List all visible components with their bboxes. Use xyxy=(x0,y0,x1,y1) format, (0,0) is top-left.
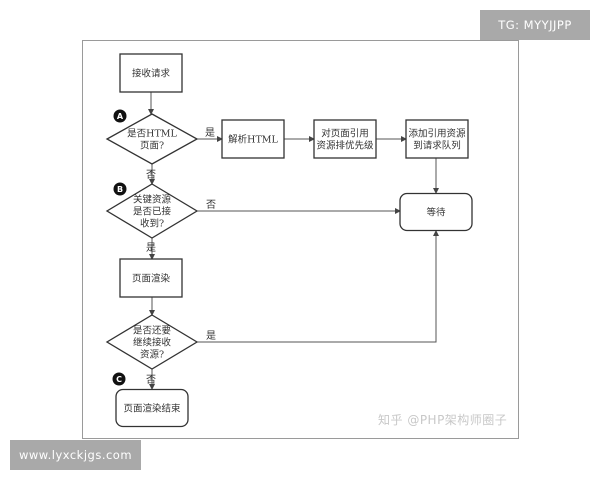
node-label: 关键资源 xyxy=(133,194,172,206)
website-label: www.lyxckjgs.com xyxy=(10,440,141,470)
node-receive: 接收请求 xyxy=(119,53,183,93)
node-label: 接收请求 xyxy=(132,68,171,80)
step-badge-label: A xyxy=(117,112,124,121)
node-label: 页面渲染结束 xyxy=(123,403,181,415)
node-render: 页面渲染 xyxy=(119,258,183,298)
node-label: 是否还要 xyxy=(133,325,171,337)
edge-label-isHtml-to-parse: 是 xyxy=(205,127,215,139)
node-label: 添加引用资源 xyxy=(408,129,466,140)
step-badge-label: C xyxy=(116,375,122,384)
step-badge-label: B xyxy=(117,185,123,194)
process-shape xyxy=(119,53,183,93)
step-badge xyxy=(113,109,127,123)
step-badge xyxy=(112,372,126,386)
process-shape xyxy=(119,258,183,298)
edge-more-to-wait xyxy=(197,230,439,343)
node-label: 对页面引用 xyxy=(321,128,369,140)
edge-label-critical-to-render: 是 xyxy=(146,242,156,254)
terminal-shape xyxy=(399,192,473,232)
decision-shape xyxy=(105,183,199,239)
step-badge xyxy=(113,182,127,196)
node-label: 页面渲染 xyxy=(132,273,171,285)
node-label: 到请求队列 xyxy=(413,140,461,152)
terminal-shape xyxy=(115,388,189,428)
process-shape xyxy=(221,119,285,159)
node-label: 是否已接 xyxy=(133,206,172,218)
node-label: 是否HTML xyxy=(127,129,177,140)
node-label: 页面? xyxy=(140,141,164,152)
process-shape xyxy=(405,119,469,159)
edge-label-more-to-wait: 是 xyxy=(206,330,216,342)
edge-label-critical-to-wait: 否 xyxy=(206,199,216,211)
node-label: 收到? xyxy=(140,218,164,230)
edge-label-more-to-end: 否 xyxy=(146,374,156,386)
node-label: 等待 xyxy=(426,207,446,219)
decision-shape xyxy=(105,113,199,165)
tag-label-top: TG: MYYJJPP xyxy=(480,10,590,40)
edge-label-isHtml-to-critical: 否 xyxy=(146,169,156,181)
node-parse: 解析HTML xyxy=(221,119,285,159)
process-shape xyxy=(313,119,377,159)
watermark: 知乎 @PHP架构师圈子 xyxy=(378,413,508,427)
node-label: 资源? xyxy=(140,350,164,361)
node-label: 继续接收 xyxy=(133,337,172,349)
diagram-frame xyxy=(82,40,519,439)
node-end: 页面渲染结束 C xyxy=(112,372,189,428)
node-label: 解析HTML xyxy=(228,134,278,146)
node-label: 资源排优先级 xyxy=(316,140,374,152)
decision-shape xyxy=(105,314,199,370)
node-wait: 等待 xyxy=(399,192,473,232)
